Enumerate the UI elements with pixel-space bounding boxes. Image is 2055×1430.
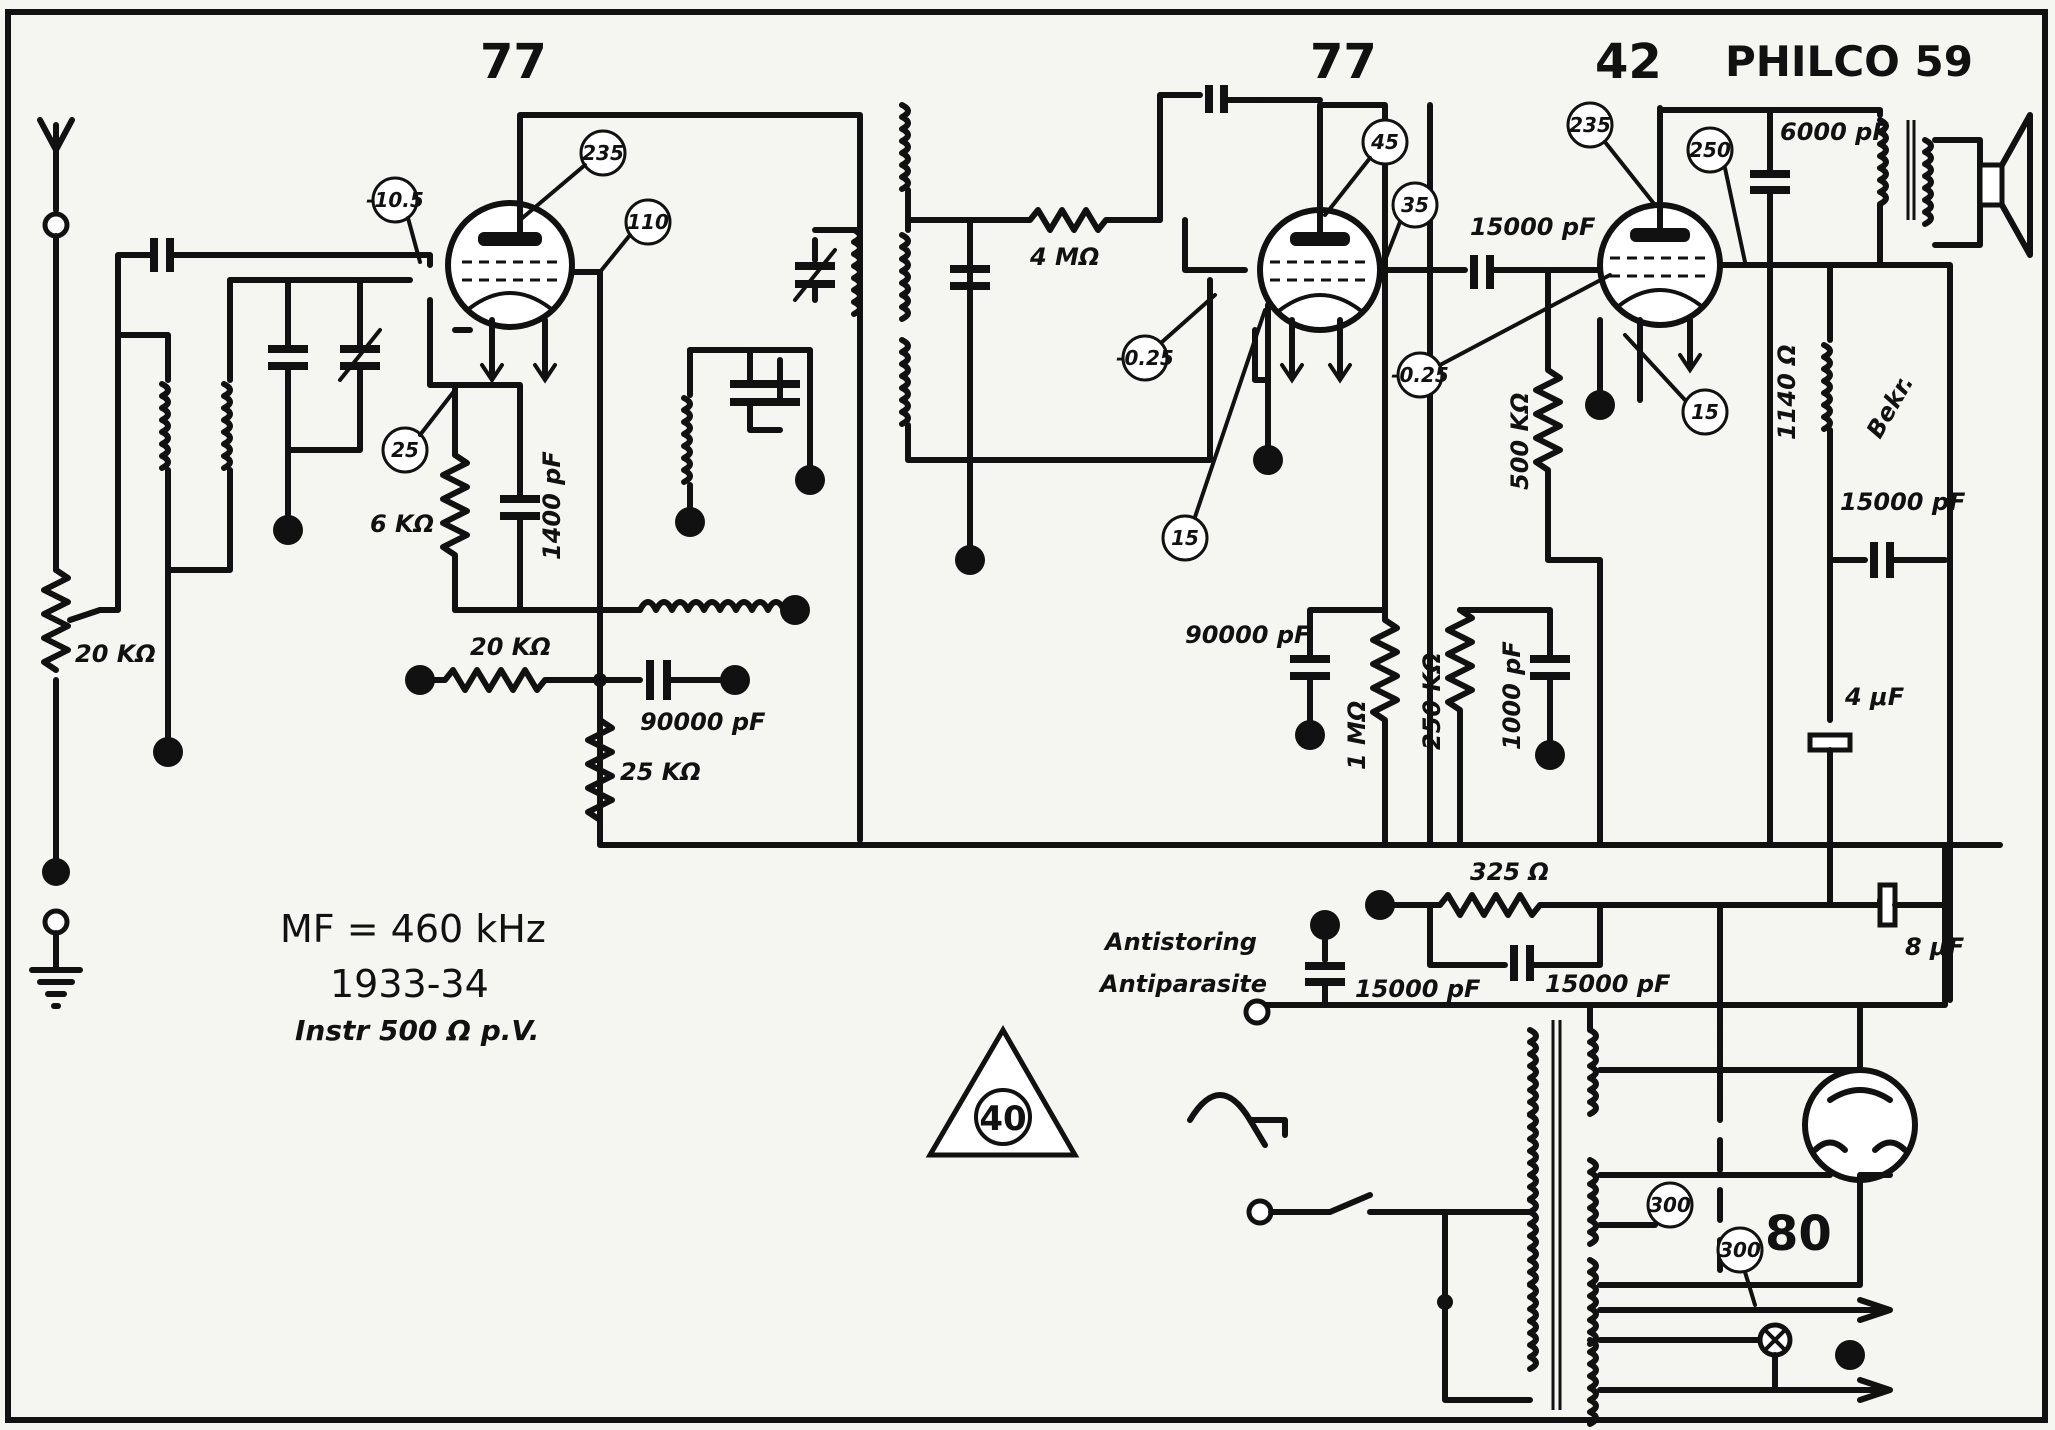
voltage-marker-v2-plate: 45 [1323,118,1409,217]
label-r-325: 325 Ω [1470,858,1549,886]
tube-v2 [1257,207,1383,333]
voltage-marker-rect-a: 300 [1646,1181,1694,1229]
voltage-marker-v2-screen: 35 [1380,181,1439,270]
voltage-marker-v2-cathode: 15 [1161,308,1267,562]
potentiometer-20k [41,567,103,673]
label-r-antenna: 20 KΩ [75,640,156,668]
voltage-marker-v1-cathode: 25 [381,388,457,474]
voltage-marker-v1-grid: -10.5 [366,176,424,264]
pilot-lamp-icon [1757,1322,1793,1358]
svg-text:45: 45 [1370,130,1399,154]
antenna-icon [37,117,75,213]
power-transformer [1530,1020,1596,1424]
ground-icon [29,967,83,1009]
voltage-marker-v3-screen: 250 [1686,126,1747,264]
label-c-6000: 6000 pF [1780,118,1889,146]
svg-text:15: 15 [1171,526,1199,550]
svg-text:300: 300 [1719,1238,1761,1262]
label-c-cathode1: 1400 pF [538,451,566,560]
voltage-marker-v2-grid: -0.25 [1116,293,1217,382]
voltage-marker-rect-b: 300 [1716,1226,1764,1307]
page-badge: 40 [925,1025,1080,1158]
svg-text:35: 35 [1401,193,1429,217]
tube-label-v1: 77 [480,34,547,90]
svg-text:-0.25: -0.25 [1116,346,1174,370]
svg-text:15: 15 [1691,400,1719,424]
label-c-4uf: 4 μF [1844,683,1905,711]
label-c-15000-b: 15000 pF [1545,970,1671,998]
ac-wave-icon [1187,1092,1288,1148]
page-frame [5,9,2048,1423]
svg-text:40: 40 [979,1099,1026,1139]
output-transformer [1880,120,1931,224]
svg-text:25: 25 [391,438,419,462]
svg-text:-0.25: -0.25 [1391,363,1449,387]
schematic-title: PHILCO 59 [1725,37,1973,86]
voltage-marker-v3-cathode: 15 [1623,333,1729,436]
label-field: Bekr. [1861,370,1919,443]
label-r-cathode1: 6 KΩ [370,510,434,538]
label-c-1000: 1000 pF [1498,641,1526,750]
label-c-15000-a: 15000 pF [1355,975,1481,1003]
tube-label-rectifier: 80 [1765,1206,1832,1262]
speaker-icon [1932,112,2033,258]
svg-text:300: 300 [1649,1193,1691,1217]
voltage-marker-v1-plate: 235 [518,129,627,222]
svg-text:235: 235 [1569,113,1611,137]
svg-text:235: 235 [582,141,624,165]
label-antistoring-2: Antiparasite [1098,970,1267,998]
label-r-screen1: 25 KΩ [620,758,701,786]
label-r-grid2: 4 MΩ [1029,243,1099,271]
voltage-marker-v1-screen: 110 [598,198,672,274]
label-r-avc: 20 KΩ [470,633,551,661]
svg-text:250: 250 [1689,138,1731,162]
voltage-marker-v3-grid: -0.25 [1391,273,1612,399]
label-r-1m: 1 MΩ [1343,701,1371,770]
label-c-avc: 90000 pF [640,708,766,736]
svg-text:110: 110 [627,210,669,234]
tube-label-v3: 42 [1595,34,1662,90]
label-c-15000-out: 15000 pF [1840,488,1966,516]
label-c-v2-v3: 15000 pF [1470,213,1596,241]
label-c-8uf: 8 μF [1905,933,1965,961]
tube-v1 [445,200,575,330]
label-r-grid3: 500 KΩ [1506,393,1534,490]
note-mf: MF = 460 kHz [280,907,546,951]
label-r-250k: 250 KΩ [1418,653,1446,750]
label-r-field: 1140 Ω [1773,344,1801,440]
voltage-marker-v3-plate: 235 [1566,101,1657,207]
note-year: 1933-34 [330,962,489,1006]
svg-text:-10.5: -10.5 [366,188,424,212]
note-instrument: Instr 500 Ω p.V. [295,1014,539,1047]
tube-label-v2: 77 [1310,34,1377,90]
rectifier-tube [1802,1067,1918,1183]
label-antistoring-1: Antistoring [1103,928,1257,956]
label-c-bypass2: 90000 pF [1185,621,1311,649]
